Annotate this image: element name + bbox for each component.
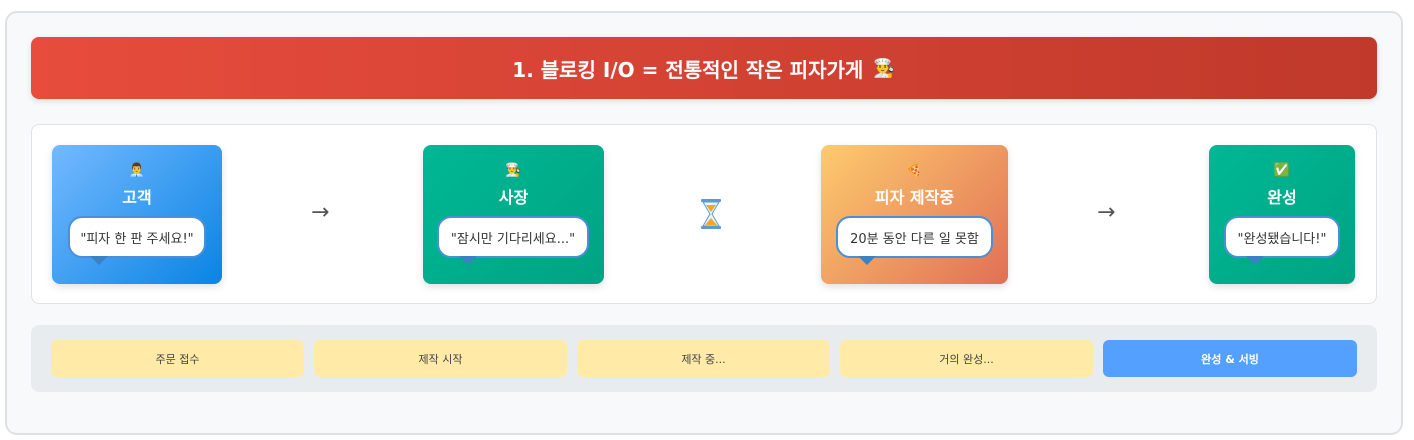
done-card: ✅ 완성 "완성됐습니다!" <box>1209 145 1355 284</box>
timeline-step: 거의 완성... <box>840 340 1093 377</box>
customer-speech-bubble: "피자 한 판 주세요!" <box>68 216 206 265</box>
owner-title: 사장 <box>498 188 529 207</box>
done-title: 완성 <box>1267 188 1297 207</box>
customer-card: 👨‍💼 고객 "피자 한 판 주세요!" <box>52 145 222 284</box>
speech-tail <box>90 256 108 265</box>
timeline-step: 주문 접수 <box>51 340 304 377</box>
arrow-icon: → <box>311 200 330 225</box>
pizza-making-speech-text: 20분 동안 다른 일 못함 <box>850 231 979 247</box>
section-header: 1. 블로킹 I/O = 전통적인 작은 피자가게 👨‍🍳 <box>31 37 1377 99</box>
done-speech-bubble: "완성됐습니다!" <box>1224 216 1340 265</box>
timeline-step: 제작 중... <box>577 340 830 377</box>
chef-icon: 👨‍🍳 <box>505 163 522 178</box>
section-title: 1. 블로킹 I/O = 전통적인 작은 피자가게 <box>512 57 864 82</box>
speech-tail <box>1246 256 1264 265</box>
speech-tail <box>459 256 477 265</box>
customer-speech-text: "피자 한 판 주세요!" <box>80 231 194 247</box>
hourglass-icon <box>701 199 721 229</box>
speech-tail <box>858 256 876 265</box>
customer-icon: 👨‍💼 <box>128 163 146 178</box>
timeline-step: 제작 시작 <box>314 340 567 377</box>
check-icon: ✅ <box>1273 163 1291 178</box>
chef-icon: 👨‍🍳 <box>873 57 896 79</box>
timeline-step-active: 완성 & 서빙 <box>1103 340 1357 377</box>
owner-card: 👨‍🍳 사장 "잠시만 기다리세요..." <box>423 145 604 284</box>
customer-title: 고객 <box>122 188 152 207</box>
pizza-making-speech-bubble: 20분 동안 다른 일 못함 <box>836 216 993 265</box>
arrow-icon: → <box>1097 200 1116 225</box>
done-speech-text: "완성됐습니다!" <box>1237 231 1327 247</box>
pizza-making-card: 🍕 피자 제작중 20분 동안 다른 일 못함 <box>821 145 1008 284</box>
pizza-making-title: 피자 제작중 <box>874 188 955 207</box>
owner-speech-bubble: "잠시만 기다리세요..." <box>437 216 589 265</box>
flow-panel <box>31 124 1377 304</box>
pizza-icon: 🍕 <box>906 163 923 178</box>
owner-speech-text: "잠시만 기다리세요..." <box>450 231 576 247</box>
